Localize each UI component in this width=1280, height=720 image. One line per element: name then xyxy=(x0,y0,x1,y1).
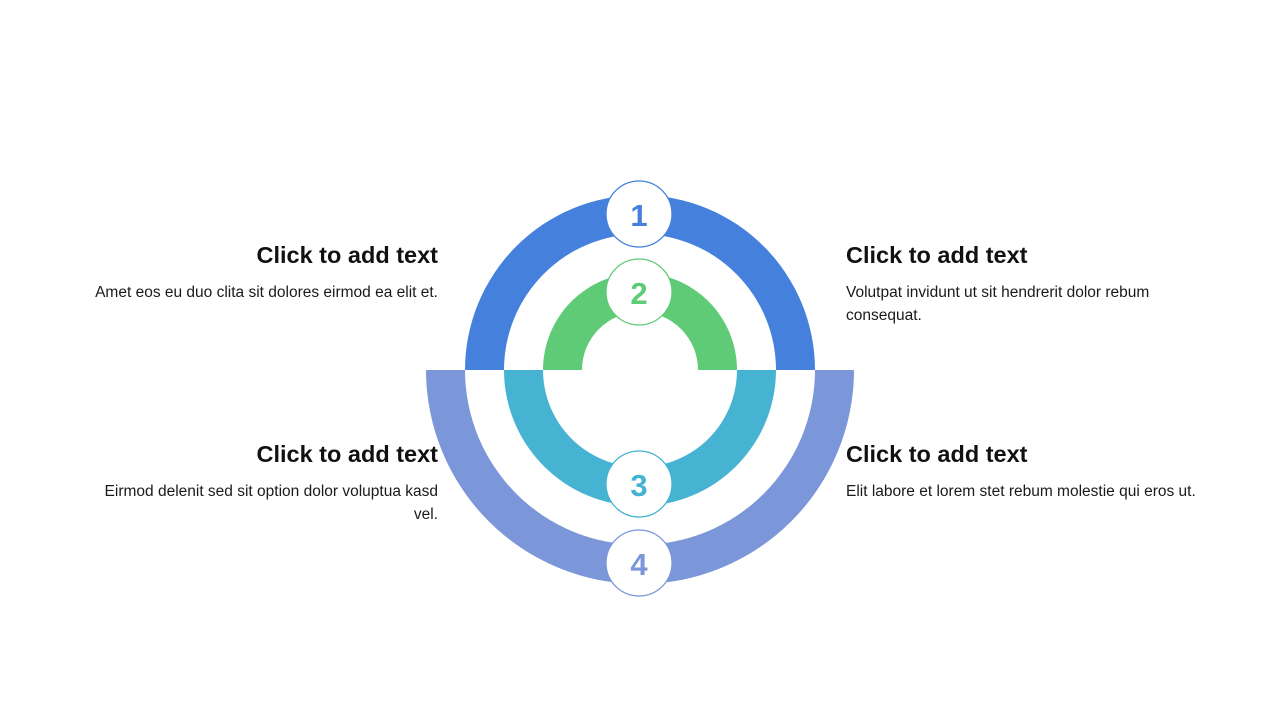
arc-step-3 xyxy=(504,370,776,506)
badge-step-3: 3 xyxy=(605,450,673,518)
badge-step-2: 2 xyxy=(605,258,673,326)
text-block-step-1[interactable]: Click to add text Amet eos eu duo clita … xyxy=(78,241,438,304)
step-1-title[interactable]: Click to add text xyxy=(256,242,438,268)
step-3-body[interactable]: Eirmod delenit sed sit option dolor volu… xyxy=(104,483,438,523)
badge-step-1: 1 xyxy=(605,180,673,248)
text-block-step-3[interactable]: Click to add text Eirmod delenit sed sit… xyxy=(78,440,438,526)
badge-number-3: 3 xyxy=(630,468,647,503)
badge-number-1: 1 xyxy=(630,198,647,233)
arc-step-2 xyxy=(543,273,737,370)
step-3-title[interactable]: Click to add text xyxy=(256,441,438,467)
arc-step-4 xyxy=(426,370,854,584)
step-1-body[interactable]: Amet eos eu duo clita sit dolores eirmod… xyxy=(95,284,438,301)
arc-step-1 xyxy=(465,195,815,370)
badge-step-4: 4 xyxy=(605,529,673,597)
step-2-title[interactable]: Click to add text xyxy=(846,242,1028,268)
step-4-title[interactable]: Click to add text xyxy=(846,441,1028,467)
badge-number-4: 4 xyxy=(630,547,648,582)
step-4-body[interactable]: Elit labore et lorem stet rebum molestie… xyxy=(846,483,1196,500)
step-2-body[interactable]: Volutpat invidunt ut sit hendrerit dolor… xyxy=(846,284,1150,324)
badge-number-2: 2 xyxy=(630,276,647,311)
text-block-step-4[interactable]: Click to add text Elit labore et lorem s… xyxy=(846,440,1196,503)
text-block-step-2[interactable]: Click to add text Volutpat invidunt ut s… xyxy=(846,241,1196,327)
